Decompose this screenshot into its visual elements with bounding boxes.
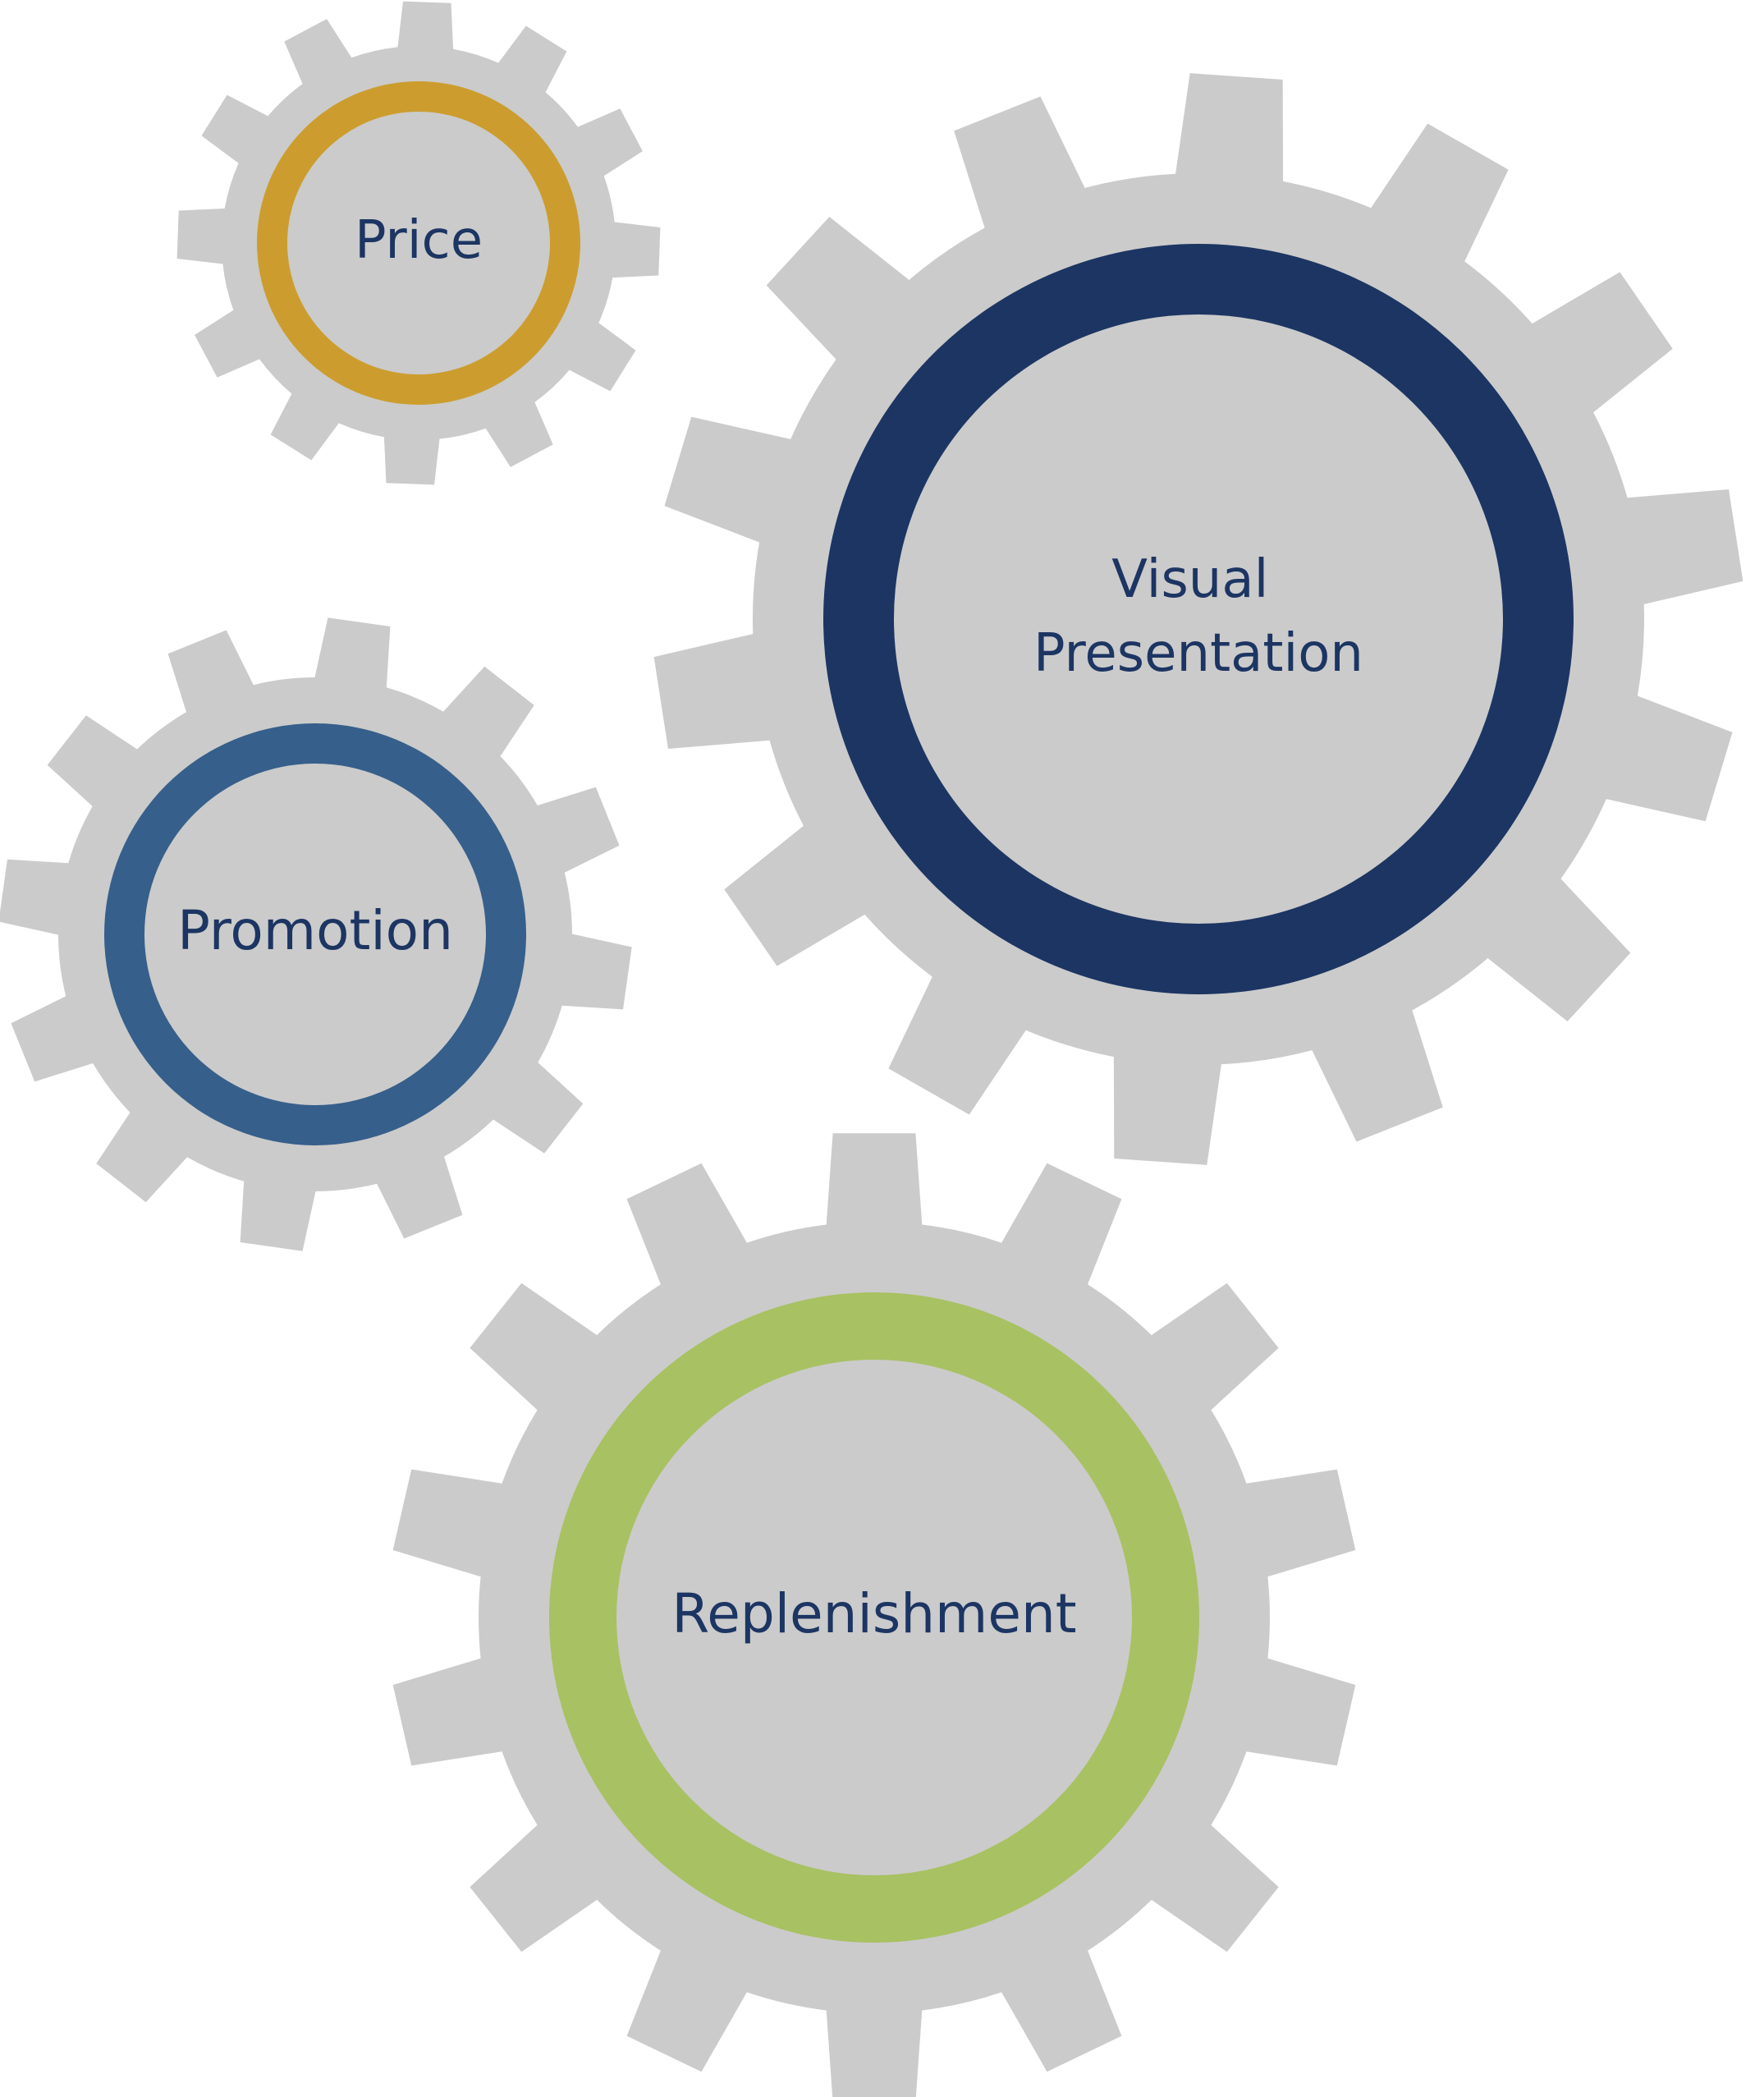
gear-replenishment: Replenishment	[392, 1133, 1356, 2097]
gear-visual-presentation-label-line-1: Visual	[1111, 549, 1268, 610]
gear-price-label: Price	[355, 210, 483, 271]
gear-price-inner	[287, 112, 550, 374]
gear-price: Price	[176, 1, 661, 485]
gear-promotion-label: Promotion	[177, 899, 453, 962]
gear-visual-presentation: Visual Presentation	[653, 73, 1743, 1165]
gear-visual-presentation-label-line-2: Presentation	[1033, 623, 1363, 684]
gear-promotion: Promotion	[0, 617, 632, 1251]
gear-replenishment-label: Replenishment	[671, 1582, 1076, 1645]
gear-promotion-inner	[144, 764, 486, 1105]
gear-visual-presentation-label: Visual Presentation	[1033, 549, 1363, 684]
gear-replenishment-inner	[616, 1360, 1132, 1875]
gear-promotion-label-line-1: Promotion	[177, 899, 453, 962]
gear-visual-presentation-inner	[894, 314, 1503, 924]
gear-replenishment-label-line-1: Replenishment	[671, 1582, 1076, 1645]
gear-price-label-line-1: Price	[355, 210, 483, 271]
